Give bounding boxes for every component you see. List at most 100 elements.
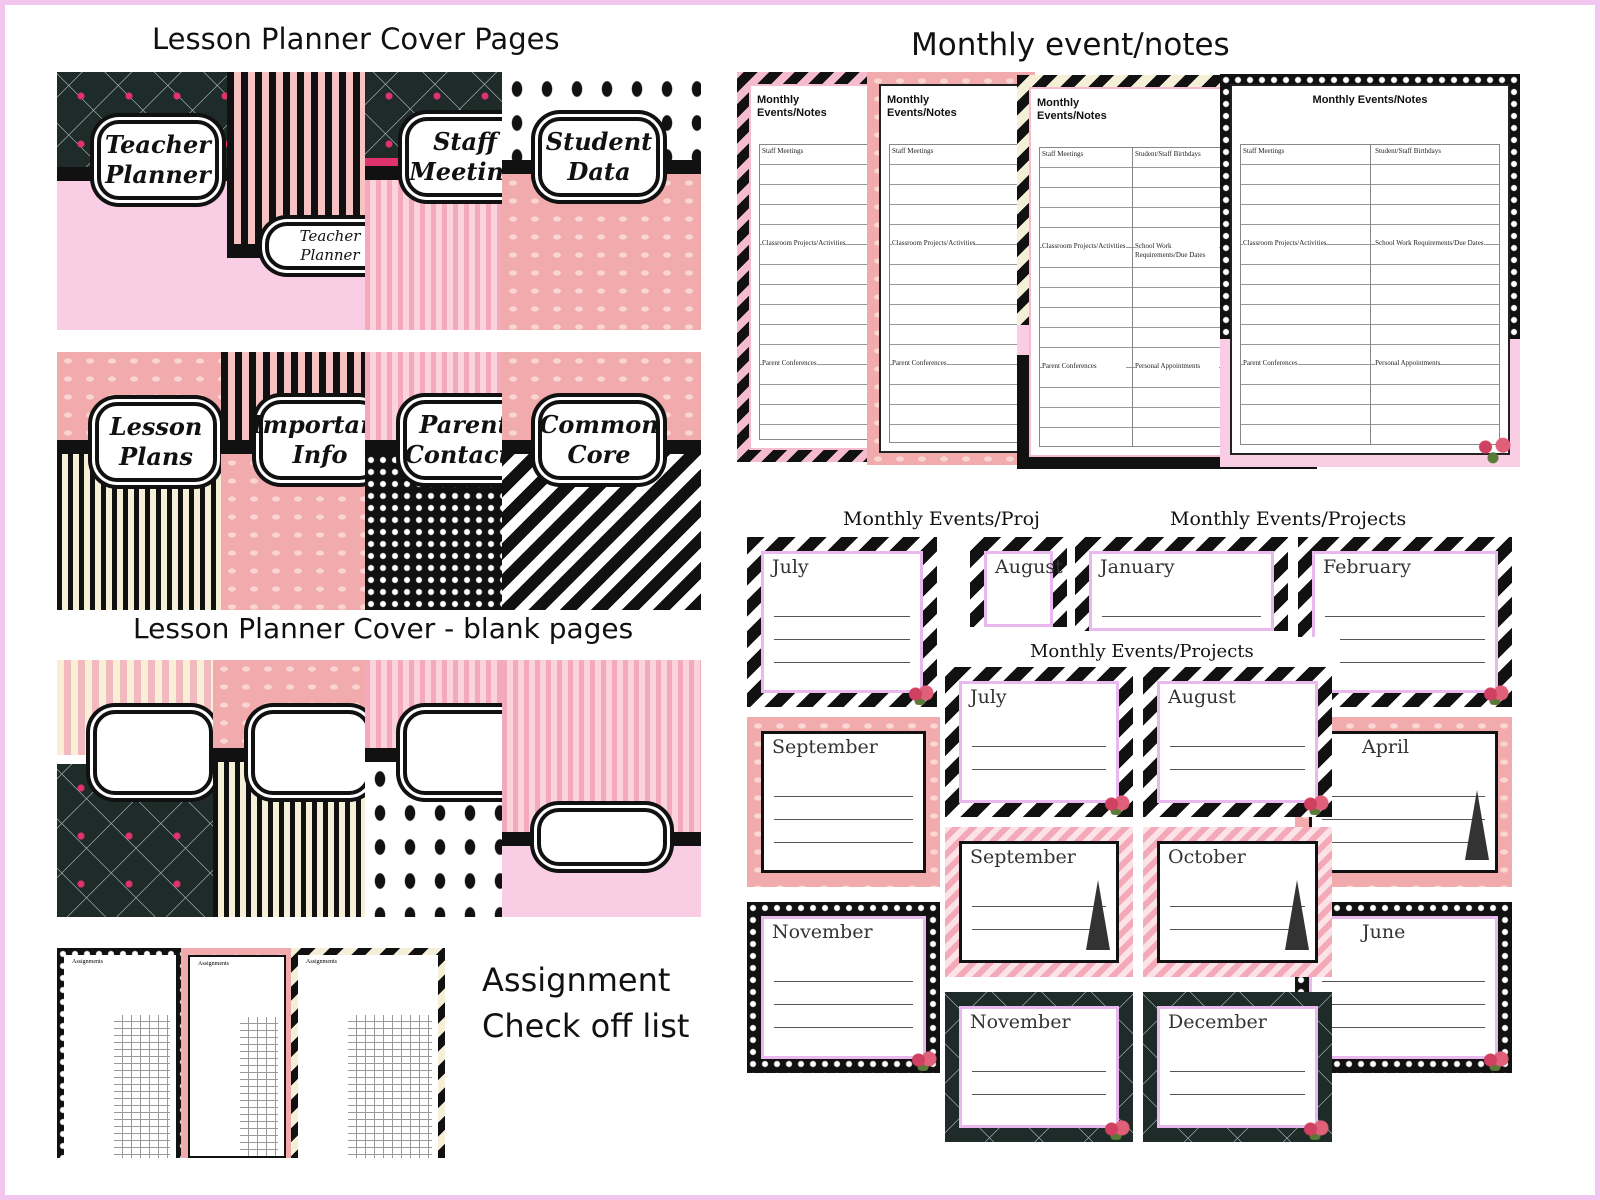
rose-icon bbox=[1480, 683, 1510, 705]
assignment-header: Assignments bbox=[72, 959, 104, 965]
notes-title: Monthly Events/Notes bbox=[1037, 97, 1107, 122]
rose-icon bbox=[908, 1049, 938, 1071]
notes-title: Monthly Events/Notes bbox=[1312, 94, 1428, 106]
cover-teacher-planner: Teacher Planner bbox=[57, 72, 229, 330]
month-name: July bbox=[772, 556, 809, 578]
covers-heading: Lesson Planner Cover Pages bbox=[152, 22, 560, 56]
rose-icon bbox=[905, 683, 935, 705]
assignment-heading: Assignment bbox=[482, 961, 671, 999]
cover-label: Staff Meeting bbox=[405, 117, 505, 197]
section-label: School Work Requirements/Due Dates bbox=[1135, 242, 1219, 260]
month-card: September bbox=[945, 827, 1133, 977]
month-name: September bbox=[970, 846, 1076, 868]
section-label: Staff Meetings bbox=[762, 147, 804, 155]
cover-student-data: Student Data bbox=[502, 72, 701, 330]
blank-label bbox=[251, 710, 367, 795]
cover-label: Common Core bbox=[538, 400, 660, 480]
section-label: Classroom Projects/Activities bbox=[892, 239, 976, 247]
section-label: Classroom Projects/Activities bbox=[1042, 242, 1126, 251]
section-label: Classroom Projects/Activities bbox=[1243, 239, 1327, 247]
section-label: Parent Conferences bbox=[892, 359, 947, 367]
section-label: Parent Conferences bbox=[762, 359, 817, 367]
rose-icon bbox=[1101, 793, 1131, 815]
section-label: Classroom Projects/Activities bbox=[762, 239, 846, 247]
blank-label bbox=[403, 710, 505, 795]
section-label: Parent Conferences bbox=[1042, 362, 1126, 371]
section-label: School Work Requirements/Due Dates bbox=[1375, 239, 1484, 247]
cover-parent-contacts: Parent Contacts bbox=[365, 352, 505, 610]
cover-label: Important Info bbox=[251, 400, 367, 480]
cover-staff-meeting: Staff Meeting bbox=[365, 72, 505, 330]
month-name: November bbox=[772, 921, 873, 943]
month-card: August bbox=[970, 537, 1067, 627]
cover-important-info: Important Info bbox=[221, 352, 367, 610]
cards-title: Monthly Events/Projects bbox=[1030, 641, 1254, 662]
assignment-sheet: Assignments bbox=[291, 948, 445, 1158]
blank-label bbox=[537, 808, 667, 866]
month-name: August bbox=[995, 556, 1063, 578]
cover-teacher-planner-alt: Teacher Planner bbox=[227, 72, 367, 330]
rose-icon bbox=[1300, 793, 1330, 815]
month-name: December bbox=[1168, 1011, 1267, 1033]
section-label: Student/Staff Birthdays bbox=[1375, 147, 1441, 155]
section-label: Student/Staff Birthdays bbox=[1135, 150, 1219, 159]
rose-icon bbox=[1101, 1118, 1131, 1140]
month-card: February bbox=[1298, 537, 1512, 707]
month-name: April bbox=[1362, 736, 1410, 758]
month-card: July bbox=[945, 667, 1133, 817]
month-card: August bbox=[1143, 667, 1332, 817]
assignment-sheet: Assignments bbox=[181, 948, 293, 1158]
checkoff-heading: Check off list bbox=[482, 1007, 690, 1045]
rose-icon bbox=[1480, 1049, 1510, 1071]
month-card: January bbox=[1075, 537, 1288, 631]
cover-label: Lesson Plans bbox=[95, 402, 217, 482]
notes-title: Monthly Events/Notes bbox=[757, 94, 827, 119]
rose-icon bbox=[1468, 429, 1518, 465]
blank-cover-4 bbox=[502, 660, 701, 917]
notes-title: Monthly Events/Notes bbox=[887, 94, 957, 119]
rose-icon bbox=[1300, 1118, 1330, 1140]
month-name: September bbox=[772, 736, 878, 758]
eiffel-tower-icon bbox=[1285, 880, 1309, 950]
blank-label bbox=[93, 710, 213, 795]
eiffel-tower-icon bbox=[1086, 880, 1110, 950]
section-label: Staff Meetings bbox=[892, 147, 934, 155]
notes-heading: Monthly event/notes bbox=[911, 27, 1230, 63]
cover-label: Teacher Planner bbox=[97, 120, 219, 200]
month-name: January bbox=[1100, 556, 1175, 578]
month-name: October bbox=[1168, 846, 1246, 868]
month-name: February bbox=[1323, 556, 1412, 578]
month-card: November bbox=[945, 992, 1133, 1142]
assignment-header: Assignments bbox=[306, 959, 338, 965]
month-name: July bbox=[970, 686, 1007, 708]
month-card: July bbox=[747, 537, 937, 707]
month-name: August bbox=[1168, 686, 1236, 708]
assignment-sheet: Assignments bbox=[57, 948, 183, 1158]
cards-title: Monthly Events/Projects bbox=[1170, 508, 1407, 530]
blank-cover-2 bbox=[213, 660, 367, 917]
month-card: December bbox=[1143, 992, 1332, 1142]
section-label: Staff Meetings bbox=[1042, 150, 1126, 159]
cover-lesson-plans: Lesson Plans bbox=[57, 352, 223, 610]
cover-label: Teacher Planner bbox=[265, 222, 367, 270]
cover-label: Student Data bbox=[538, 117, 660, 197]
section-label: Personal Appointments bbox=[1375, 359, 1441, 367]
section-label: Staff Meetings bbox=[1243, 147, 1285, 155]
cards-title: Monthly Events/Proj bbox=[843, 508, 1040, 530]
eiffel-tower-icon bbox=[1465, 790, 1489, 860]
blank-cover-3 bbox=[365, 660, 505, 917]
blank-cover-1 bbox=[57, 660, 215, 917]
month-card: October bbox=[1143, 827, 1332, 977]
month-name: June bbox=[1362, 921, 1406, 943]
section-label: Parent Conferences bbox=[1243, 359, 1298, 367]
assignment-header: Assignments bbox=[198, 961, 230, 967]
section-label: Personal Appointments bbox=[1135, 362, 1219, 371]
cover-common-core: Common Core bbox=[502, 352, 701, 610]
month-card: November bbox=[747, 902, 940, 1073]
blank-heading: Lesson Planner Cover - blank pages bbox=[133, 612, 634, 645]
cover-label: Parent Contacts bbox=[403, 400, 505, 480]
month-name: November bbox=[970, 1011, 1071, 1033]
